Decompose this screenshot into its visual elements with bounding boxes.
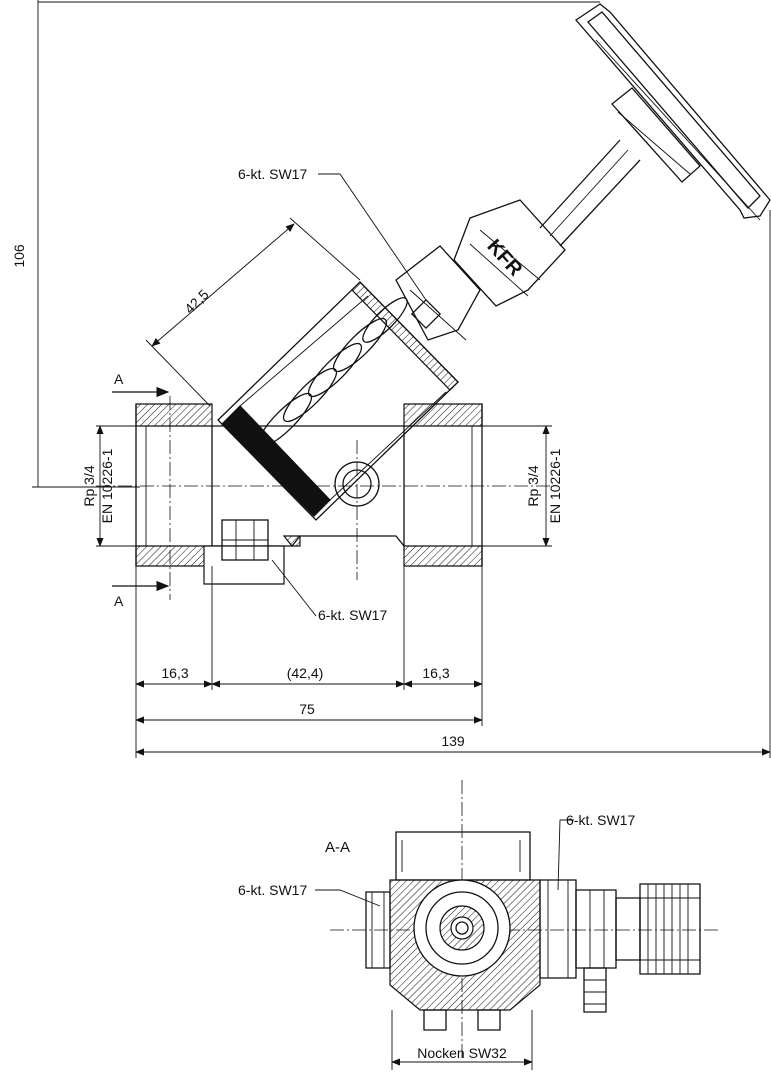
spring	[257, 297, 408, 448]
section-marker-a: A A	[112, 371, 170, 609]
hex-drain-callout: 6-kt. SW17	[271, 559, 387, 623]
section-view-a-a: A-A	[238, 780, 720, 1070]
nocken-label: Nocken SW32	[417, 1045, 507, 1061]
dim-42-4-label: (42,4)	[287, 665, 324, 681]
thread-dim-right: Rp 3/4 EN 10226-1	[476, 425, 563, 547]
horizontal-dimensions: 16,3 (42,4) 16,3 75 139	[135, 210, 771, 758]
hex-top-callout: 6-kt. SW17	[238, 166, 427, 301]
section-title: A-A	[325, 839, 350, 856]
section-a-bottom-label: A	[114, 593, 124, 609]
dim-139-label: 139	[441, 733, 465, 749]
thread-left-label-2: EN 10226-1	[99, 448, 115, 523]
bonnet-sleeve: KFR	[453, 199, 566, 307]
knurl-pattern	[640, 884, 700, 974]
dim-75-label: 75	[299, 701, 315, 717]
thread-right-label-1: Rp 3/4	[525, 465, 541, 506]
dim-42-5-label: 42,5	[181, 286, 212, 317]
valve-body	[135, 403, 483, 585]
hex-drain-label: 6-kt. SW17	[318, 607, 387, 623]
hex-section-left-label: 6-kt. SW17	[238, 882, 307, 898]
handwheel	[575, 3, 771, 221]
thread-right-label-2: EN 10226-1	[547, 448, 563, 523]
thread-dim-left: Rp 3/4 EN 10226-1	[81, 425, 140, 547]
dimension-106: 106	[11, 0, 600, 488]
hex-nut-top	[395, 245, 481, 341]
dim-16-3-left-label: 16,3	[161, 665, 188, 681]
bonnet-body	[217, 281, 459, 521]
dim-106-label: 106	[11, 244, 27, 268]
dim-16-3-right-label: 16,3	[422, 665, 449, 681]
brand-label: KFR	[483, 235, 527, 281]
dimension-42-5: 42,5	[145, 217, 361, 407]
section-a-top-label: A	[114, 371, 124, 387]
valve-stem	[539, 139, 641, 247]
centerlines	[96, 396, 550, 600]
thread-left-label-1: Rp 3/4	[81, 465, 97, 506]
hex-section-right-label: 6-kt. SW17	[566, 812, 635, 828]
hex-top-label: 6-kt. SW17	[238, 166, 307, 182]
